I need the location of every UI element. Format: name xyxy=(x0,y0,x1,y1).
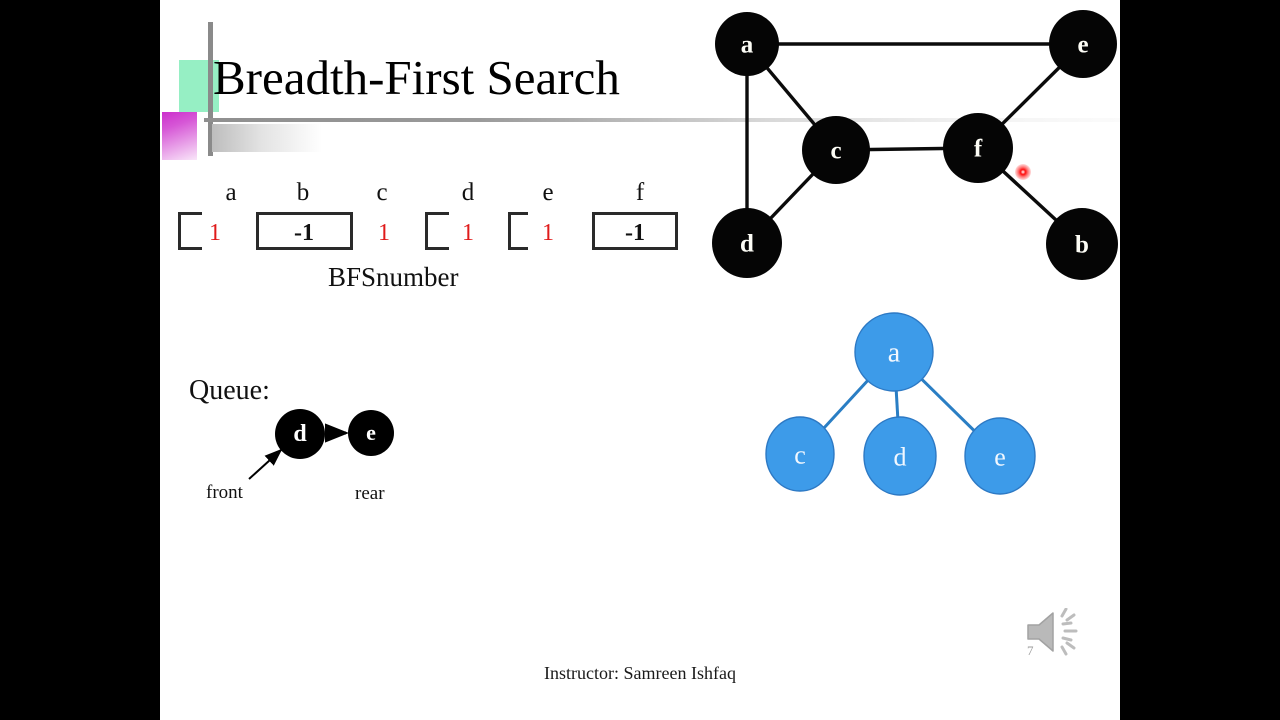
queue-node-front: d xyxy=(275,409,325,459)
tree-node-e xyxy=(964,417,1036,495)
graph-node-e-label: e xyxy=(1077,32,1088,59)
graph-node-c-label: c xyxy=(830,138,841,165)
instructor-credit: Instructor: Samreen Ishfaq xyxy=(544,663,736,683)
speaker-icon[interactable] xyxy=(1022,608,1088,656)
page-number: 7 xyxy=(1027,643,1034,658)
array-value-f: -1 xyxy=(625,220,645,246)
array-header-c: c xyxy=(376,179,388,206)
array-header-a: a xyxy=(225,179,237,206)
graph-nodes: a e c f d b xyxy=(712,10,1118,280)
tree-node-c-label: c xyxy=(794,441,806,470)
queue-annotation-layer xyxy=(248,423,349,480)
tree-node-d xyxy=(863,416,937,496)
array-value-c: 1 xyxy=(378,220,390,246)
presentation-slide: Breadth-First Search a b c d e f 1 -1 1 … xyxy=(160,0,1120,720)
array-header-b: b xyxy=(296,179,310,206)
graph-node-c xyxy=(802,116,870,184)
array-header-f: f xyxy=(635,179,645,206)
graph-node-b-label: b xyxy=(1075,232,1089,259)
tree-node-a-label: a xyxy=(888,338,901,369)
page-title: Breadth-First Search xyxy=(213,50,620,105)
graph-node-a-label: a xyxy=(741,32,754,59)
tree-node-c xyxy=(765,416,835,492)
array-value-b: -1 xyxy=(294,220,314,246)
graph-node-d-label: d xyxy=(740,231,754,258)
queue-node-rear: e xyxy=(348,410,394,456)
bfsnumber-caption: BFSnumber xyxy=(328,262,459,292)
array-header-e: e xyxy=(542,179,554,206)
title-horizontal-rule xyxy=(204,118,1120,122)
letterbox-left xyxy=(0,0,160,720)
array-header-d: d xyxy=(461,179,475,206)
graph-node-e xyxy=(1049,10,1117,78)
queue-label: Queue: xyxy=(189,375,270,406)
title-horizontal-rule-shadow xyxy=(212,124,322,152)
letterbox-right xyxy=(1120,0,1280,720)
title-vertical-rule xyxy=(208,22,213,156)
array-value-a: 1 xyxy=(209,220,221,246)
decorative-magenta-square xyxy=(162,112,197,160)
array-cell-a xyxy=(178,212,202,250)
bfs-tree-diagram: a c d e xyxy=(765,312,1036,496)
graph-node-d xyxy=(712,208,782,278)
tree-node-d-label: d xyxy=(894,443,907,472)
array-cell-b xyxy=(256,212,353,250)
graph-node-a xyxy=(715,12,779,76)
array-cell-e xyxy=(508,212,528,250)
queue-rear-label: rear xyxy=(355,483,385,504)
tree-node-e-label: e xyxy=(994,443,1006,472)
graph-diagram: a e c f d b xyxy=(712,10,1118,280)
tree-nodes: a c d e xyxy=(765,312,1036,496)
tree-node-a xyxy=(854,312,934,392)
graph-node-b xyxy=(1046,208,1118,280)
graph-node-f xyxy=(943,113,1013,183)
array-value-e: 1 xyxy=(542,220,554,246)
array-cell-d xyxy=(425,212,449,250)
graph-node-f-label: f xyxy=(974,136,983,163)
queue-front-label: front xyxy=(206,482,243,503)
array-cell-f xyxy=(592,212,678,250)
array-value-d: 1 xyxy=(462,220,474,246)
laser-pointer-cursor xyxy=(1015,164,1031,180)
front-pointer-arrow xyxy=(248,448,283,480)
